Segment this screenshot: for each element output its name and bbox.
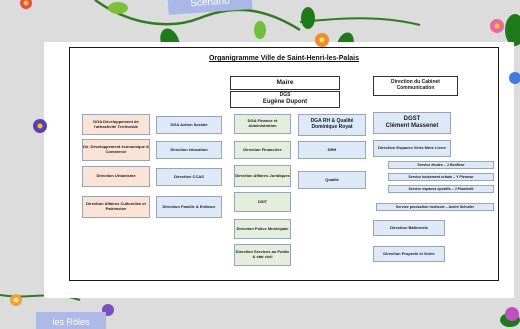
col2-label: DGA Action Sociale (170, 121, 208, 127)
dgst-box: DGST Clément Massenet (373, 112, 451, 134)
service-box: Service production horticole – André Sch… (376, 203, 494, 211)
col3-label: Direction Services au Public & état civi… (235, 249, 290, 259)
col3-box: DGA Finance et Administration (234, 114, 291, 134)
col3-label: DGA Finance et Administration (247, 118, 278, 128)
service-label: Service études – J Honfleur (417, 162, 465, 167)
espaces-verts-box: Direction Espaces Verts Mme Lierre (373, 140, 451, 157)
col4-box: Qualité (298, 171, 366, 189)
service-box: Service espaces sportifs – J Piombelli (388, 185, 494, 193)
batiments-label: Direction Bâtiments (390, 224, 428, 230)
service-label: Service espaces sportifs – J Piombelli (408, 186, 474, 191)
col1-label: Dir. Développement économique & Commerce (83, 144, 150, 154)
col1-box: Direction Affaires Culturelles et Patrim… (82, 196, 150, 218)
cabinet-label: Direction du Cabinet Communication (391, 79, 440, 91)
service-box: Service boisement urbain – Y Plemeur (388, 173, 494, 181)
dgst-name: Clément Massenet (385, 123, 439, 129)
proprete-label: Direction Propreté et Voirie (383, 250, 435, 256)
col1-box: Direction Urbanisme (82, 166, 150, 187)
service-box: Service études – J Honfleur (388, 161, 494, 169)
org-chart: Organigramme Ville de Saint-Henri-les-Pa… (69, 47, 499, 281)
service-label: Service production horticole – André Sch… (395, 204, 475, 209)
dgs-name: Eugène Dupont (262, 98, 308, 105)
col4-box: DRH (298, 141, 366, 159)
col2-box: DGA Action Sociale (156, 116, 222, 134)
dgst-title: DGST (403, 116, 421, 123)
org-chart-title: Organigramme Ville de Saint-Henri-les-Pa… (208, 55, 360, 62)
col4-head-label: DGA RH & Qualité Dominique Royat (310, 118, 354, 130)
espaces-verts-label: Direction Espaces Verts Mme Lierre (377, 145, 447, 151)
col1-box: Dir. Développement économique & Commerce (82, 139, 150, 161)
col2-label: Direction Famille & Enfance (162, 203, 216, 209)
col3-label: DSIT (257, 198, 268, 204)
col3-label: Direction Police Municipale (236, 225, 289, 231)
col2-label: Direction éducation (170, 146, 208, 152)
col4-head-box: DGA RH & Qualité Dominique Royat (298, 114, 366, 136)
col1-label: Direction Urbanisme (96, 173, 136, 179)
cabinet-box: Direction du Cabinet Communication (373, 76, 458, 96)
batiments-box: Direction Bâtiments (373, 220, 445, 236)
col3-box: Direction Services au Public & état civi… (234, 244, 291, 266)
proprete-box: Direction Propreté et Voirie (373, 246, 445, 262)
col2-box: Direction CCAS (156, 168, 222, 186)
col3-box: Direction Affaires Juridiques (234, 165, 291, 187)
col4-label: Qualité (325, 176, 339, 182)
col3-box: DSIT (234, 192, 291, 212)
col1-label: Direction Affaires Culturelles et Patrim… (86, 201, 146, 211)
col1-label: DGA Développement de l'attractivité Terr… (93, 118, 139, 129)
dgs-box: DGS Eugène Dupont (230, 91, 340, 108)
col3-label: Direction Financière (243, 146, 282, 152)
col2-label: Direction CCAS (174, 173, 204, 179)
col3-box: Direction Police Municipale (234, 219, 291, 239)
service-label: Service boisement urbain – Y Plemeur (408, 174, 474, 179)
maire-box: Maire (230, 76, 340, 90)
dgs-title: DGS (279, 92, 291, 99)
col4-label: DRH (327, 146, 337, 152)
col3-label: Direction Affaires Juridiques (235, 172, 290, 178)
col2-box: Direction Famille & Enfance (156, 196, 222, 218)
roles-banner: les Rôles (36, 312, 106, 329)
col3-box: Direction Financière (234, 141, 291, 159)
col1-box: DGA Développement de l'attractivité Terr… (82, 114, 150, 135)
col2-box: Direction éducation (156, 141, 222, 159)
maire-label: Maire (276, 79, 294, 87)
